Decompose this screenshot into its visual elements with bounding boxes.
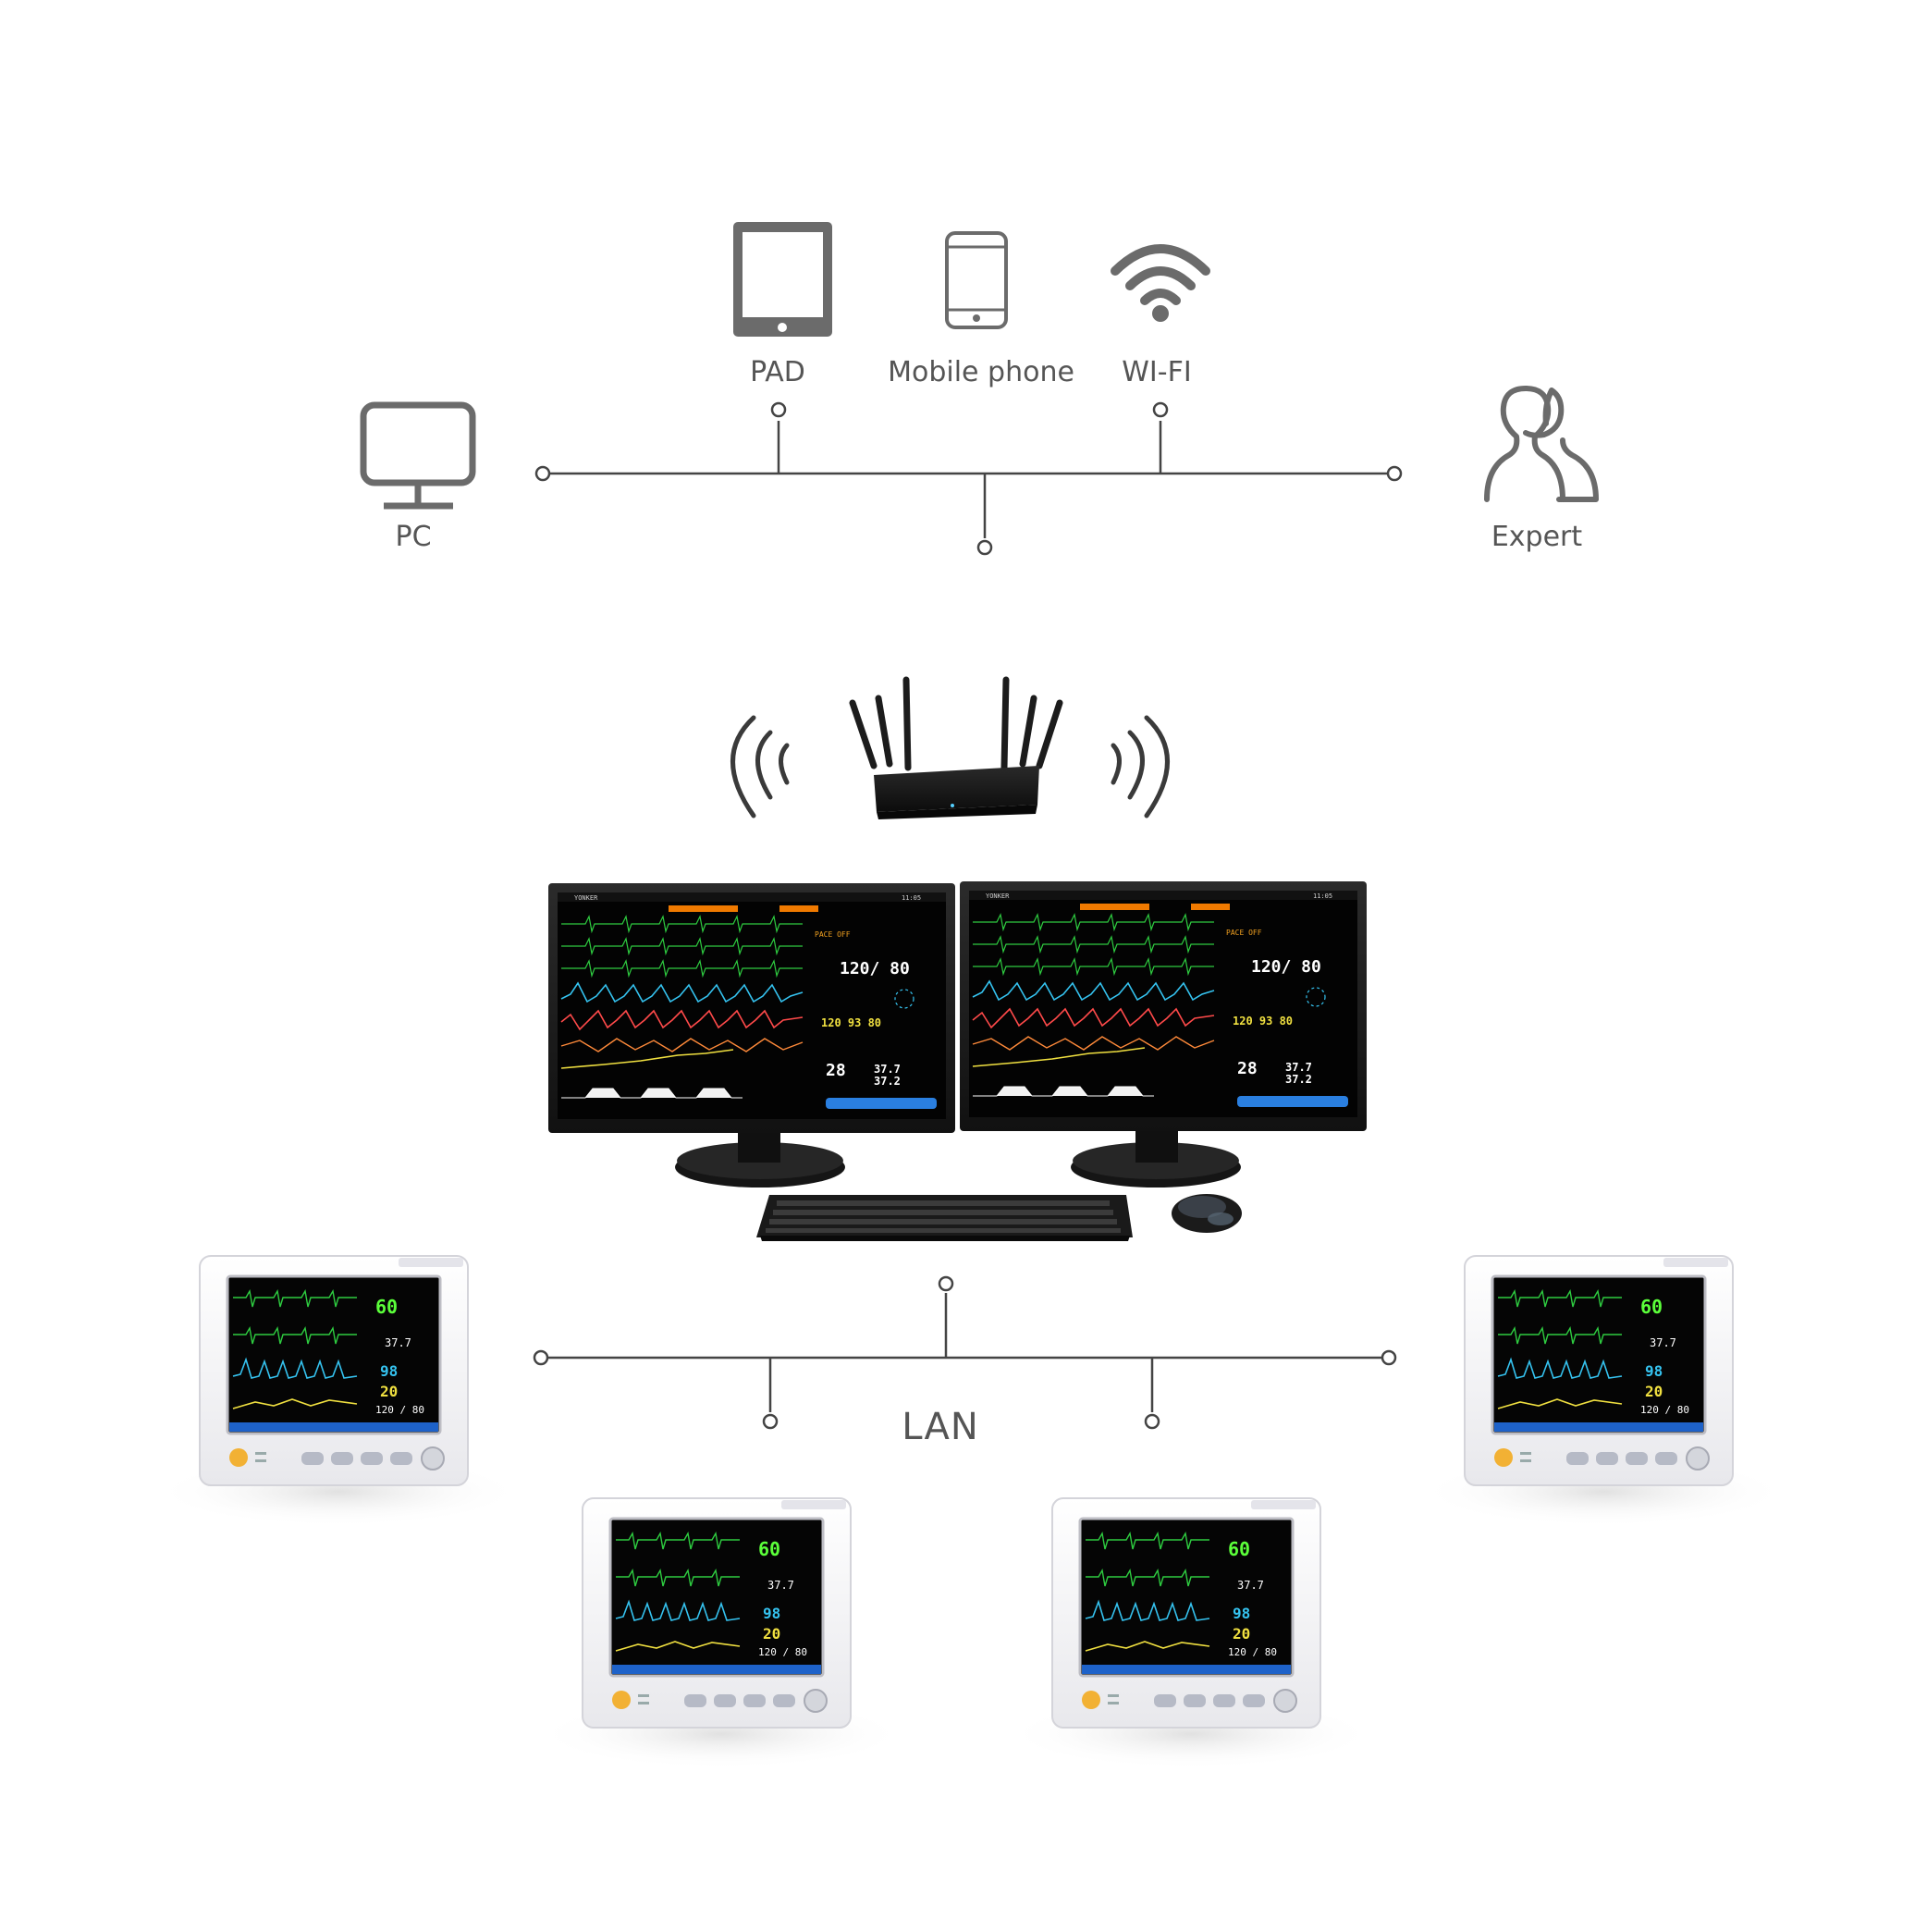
node-endpoint-expert: [1386, 465, 1403, 482]
keyboard-icon: [756, 1195, 1133, 1241]
lan-network-nodes: [533, 1275, 1397, 1430]
lan-node-monitor-2: [762, 1413, 779, 1430]
dual-monitor-workstation: [547, 880, 1368, 1241]
lan-node-station: [938, 1275, 954, 1292]
node-endpoint-pc: [534, 465, 551, 482]
top-network-lines: [548, 421, 1389, 538]
label-pad: PAD: [750, 356, 805, 388]
node-endpoint-router: [976, 539, 993, 556]
node-endpoint-pad: [770, 401, 787, 418]
mouse-icon: [1172, 1194, 1242, 1233]
router-icon: [730, 676, 1170, 819]
lan-node-right: [1381, 1349, 1397, 1366]
lan-node-left: [533, 1349, 549, 1366]
label-expert: Expert: [1491, 521, 1583, 553]
node-endpoint-wifi: [1152, 401, 1169, 418]
label-mobile-phone: Mobile phone: [888, 356, 1074, 388]
lan-node-monitor-3: [1144, 1413, 1160, 1430]
smartphone-icon: [945, 231, 1008, 329]
bedside-monitor-4: [1417, 1254, 1790, 1529]
central-monitor-left: [547, 882, 956, 1134]
label-pc: PC: [395, 521, 432, 553]
monitor-icon: [360, 401, 476, 510]
bedside-monitor-1: [152, 1254, 525, 1529]
top-network-nodes: [534, 401, 1403, 556]
tablet-icon: [733, 222, 832, 337]
bedside-monitor-3: [1004, 1496, 1378, 1771]
label-wifi: WI-FI: [1122, 356, 1192, 388]
central-monitor-right: [959, 880, 1368, 1132]
bedside-monitor-2: [534, 1496, 908, 1771]
lan-network-lines: [546, 1293, 1383, 1412]
label-lan: LAN: [902, 1406, 979, 1448]
wifi-icon: [1111, 244, 1210, 322]
users-icon: [1484, 386, 1599, 502]
